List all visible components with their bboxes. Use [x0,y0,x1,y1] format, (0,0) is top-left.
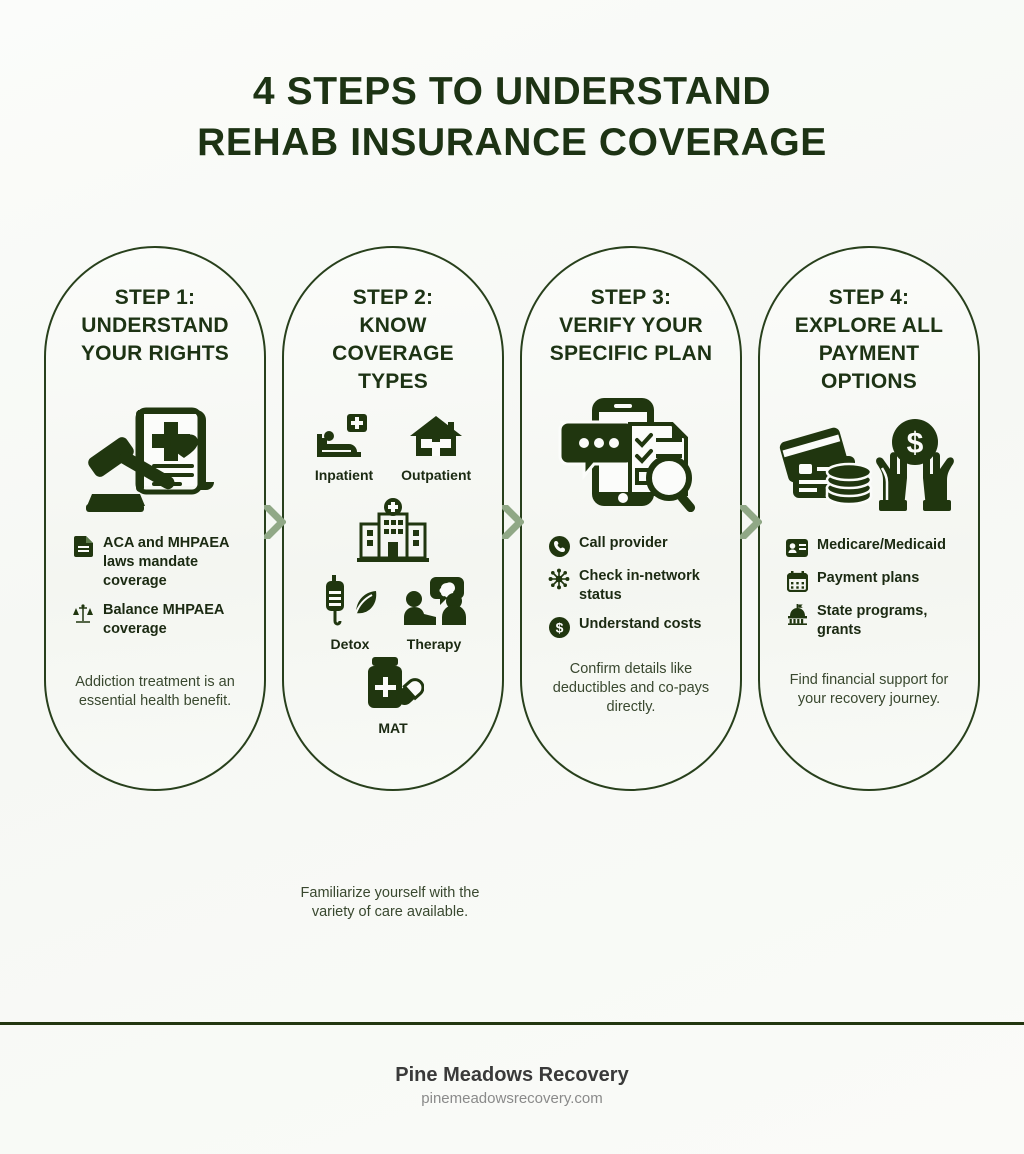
step-4-title: STEP 4: EXPLORE ALL PAYMENT OPTIONS [794,286,944,393]
hospital-building-icon [355,498,431,569]
hospital-bed-icon [317,414,371,463]
coverage-type-inpatient[interactable]: Inpatient [315,414,373,484]
coverage-type-label: MAT [378,720,408,736]
coverage-type-label: Inpatient [314,467,374,483]
footer-url[interactable]: pinemeadowsrecovery.com [421,1090,603,1107]
bullet-label: Balance MHPAEA coverage [103,602,224,637]
coverage-type-label: Detox [330,636,370,652]
step-card-1[interactable]: STEP 1: UNDERSTAND YOUR RIGHTS [44,246,266,791]
chevron-right-icon-2 [502,505,524,539]
bullet-item[interactable]: Payment plans [786,569,964,592]
bullet-label: Medicare/Medicaid [817,537,946,553]
coverage-type-therapy[interactable]: Therapy [402,575,466,653]
scales-of-justice-icon [72,602,94,624]
coverage-type-outpatient[interactable]: Outpatient [401,414,471,484]
bullet-label: Check in-network status [579,568,700,603]
therapy-people-icon [402,575,466,632]
house-icon [408,414,464,463]
iv-drip-leaf-icon [320,575,380,632]
step-1-bullets: ACA and MHPAEA laws mandate coverage Bal… [60,534,250,639]
step-2-title: STEP 2: KNOW COVERAGE TYPES [332,286,454,393]
step-4-bullets: Medicare/Medicaid Payment plans [774,536,964,640]
id-card-icon [786,537,808,559]
document-icon [72,535,94,557]
step-3-bullets: Call provider [536,534,726,638]
svg-text:$: $ [555,619,563,635]
footer-brand: Pine Meadows Recovery [395,1064,629,1086]
bullet-label: Understand costs [579,616,702,632]
page-title: 4 STEPS TO UNDERSTAND REHAB INSURANCE CO… [0,66,1024,168]
coverage-types-mid-row: Detox Therapy [298,575,488,653]
chevron-right-icon-3 [740,505,762,539]
coverage-type-mat[interactable]: MAT [362,657,425,737]
chevron-right-icon-1 [264,505,286,539]
coverage-type-detox[interactable]: Detox [320,575,380,653]
bullet-item[interactable]: ACA and MHPAEA laws mandate coverage [72,534,250,591]
svg-text:$: $ [907,427,924,460]
step-card-4[interactable]: STEP 4: EXPLORE ALL PAYMENT OPTIONS [758,246,980,791]
step-3-title: STEP 3: VERIFY YOUR SPECIFIC PLAN [549,286,713,365]
credit-cards-hands-money-icon: $ [779,412,959,512]
gavel-medical-document-icon [80,394,230,512]
dollar-coin-icon: $ [548,616,570,638]
bullet-item[interactable]: State programs, grants [786,602,964,640]
bullet-item[interactable]: Check in-network status [548,567,726,605]
title-line-2: REHAB INSURANCE COVERAGE [197,121,827,164]
footer: Pine Meadows Recovery pinemeadowsrecover… [0,1062,1024,1110]
bullet-item[interactable]: $ Understand costs [548,615,726,638]
coverage-type-label: Therapy [406,636,462,652]
bullet-label: ACA and MHPAEA laws mandate coverage [103,535,229,589]
step-2-outside-note: Familiarize yourself with the variety of… [300,885,480,920]
network-nodes-icon [548,568,570,590]
bullet-item[interactable]: Call provider [548,534,726,557]
phone-checklist-magnifier-icon [556,396,706,512]
phone-call-icon [548,535,570,557]
government-building-icon [786,603,808,625]
bullet-item[interactable]: Medicare/Medicaid [786,536,964,559]
bullet-item[interactable]: Balance MHPAEA coverage [72,601,250,639]
footer-divider [0,1022,1024,1025]
pill-bottle-icon [362,657,425,716]
calendar-icon [786,570,808,592]
step-1-title: STEP 1: UNDERSTAND YOUR RIGHTS [80,286,230,365]
title-line-1: 4 STEPS TO UNDERSTAND [252,70,772,113]
bullet-label: Call provider [579,535,668,551]
step-card-2[interactable]: STEP 2: KNOW COVERAGE TYPES [282,246,504,791]
coverage-type-label: Outpatient [401,467,472,483]
step-card-3[interactable]: STEP 3: VERIFY YOUR SPECIFIC PLAN [520,246,742,791]
bullet-label: State programs, grants [817,603,928,638]
step-4-note: Find financial support for your recovery… [789,672,949,707]
step-1-note: Addiction treatment is an essential heal… [75,674,235,709]
bullet-label: Payment plans [817,570,920,586]
steps-row: STEP 1: UNDERSTAND YOUR RIGHTS [44,246,980,791]
coverage-types-top-row: Inpatient Outpatient [298,414,488,484]
step-3-note: Confirm details like deductibles and co-… [552,661,710,715]
